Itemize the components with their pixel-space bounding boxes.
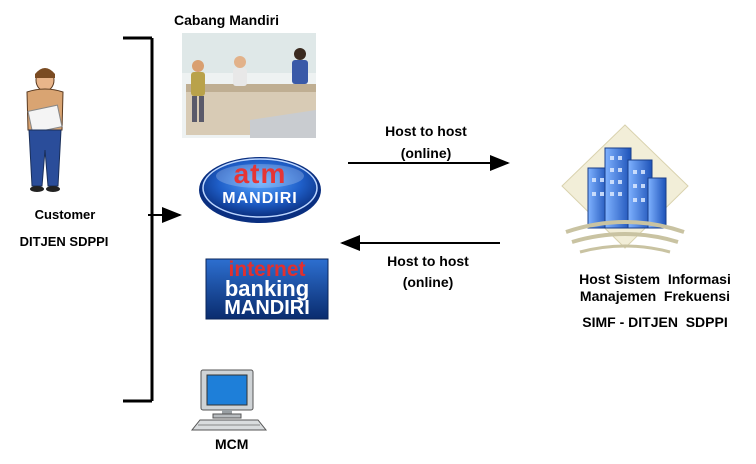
arrow-bottom-label-2: (online) xyxy=(402,274,454,290)
mcm-computer-icon xyxy=(190,369,268,431)
branch-office-image xyxy=(182,33,316,138)
internet-banking-logo-text: internet banking MANDIRI xyxy=(206,258,328,320)
atm-logo-brand: MANDIRI xyxy=(222,190,298,207)
customer-person-icon xyxy=(26,68,64,192)
host-title-line2: Manajemen Frekuensi xyxy=(579,288,731,304)
atm-mandiri-logo xyxy=(199,157,321,223)
host-subtitle: SIMF - DITJEN SDPPI xyxy=(582,314,728,330)
atm-logo-word: atm xyxy=(233,158,287,189)
ib-word-mandiri: MANDIRI xyxy=(224,297,310,319)
arrow-bottom-label-1: Host to host xyxy=(387,253,469,269)
mcm-title: MCM xyxy=(215,436,249,452)
arrow-top-label-1: Host to host xyxy=(385,123,467,139)
host-building-icon xyxy=(561,124,689,254)
internet-banking-logo xyxy=(205,258,329,320)
ib-word-banking: banking xyxy=(224,276,310,301)
arrow-top-label-2: (online) xyxy=(400,145,452,161)
atm-logo-text: atm MANDIRI xyxy=(199,158,321,222)
branch-title: Cabang Mandiri xyxy=(174,12,280,28)
bracket xyxy=(123,36,154,403)
customer-title: Customer xyxy=(34,207,96,222)
host-title-line1: Host Sistem Informasi xyxy=(579,271,731,287)
ib-word-internet: internet xyxy=(228,258,306,281)
customer-org: DITJEN SDPPI xyxy=(19,234,109,249)
